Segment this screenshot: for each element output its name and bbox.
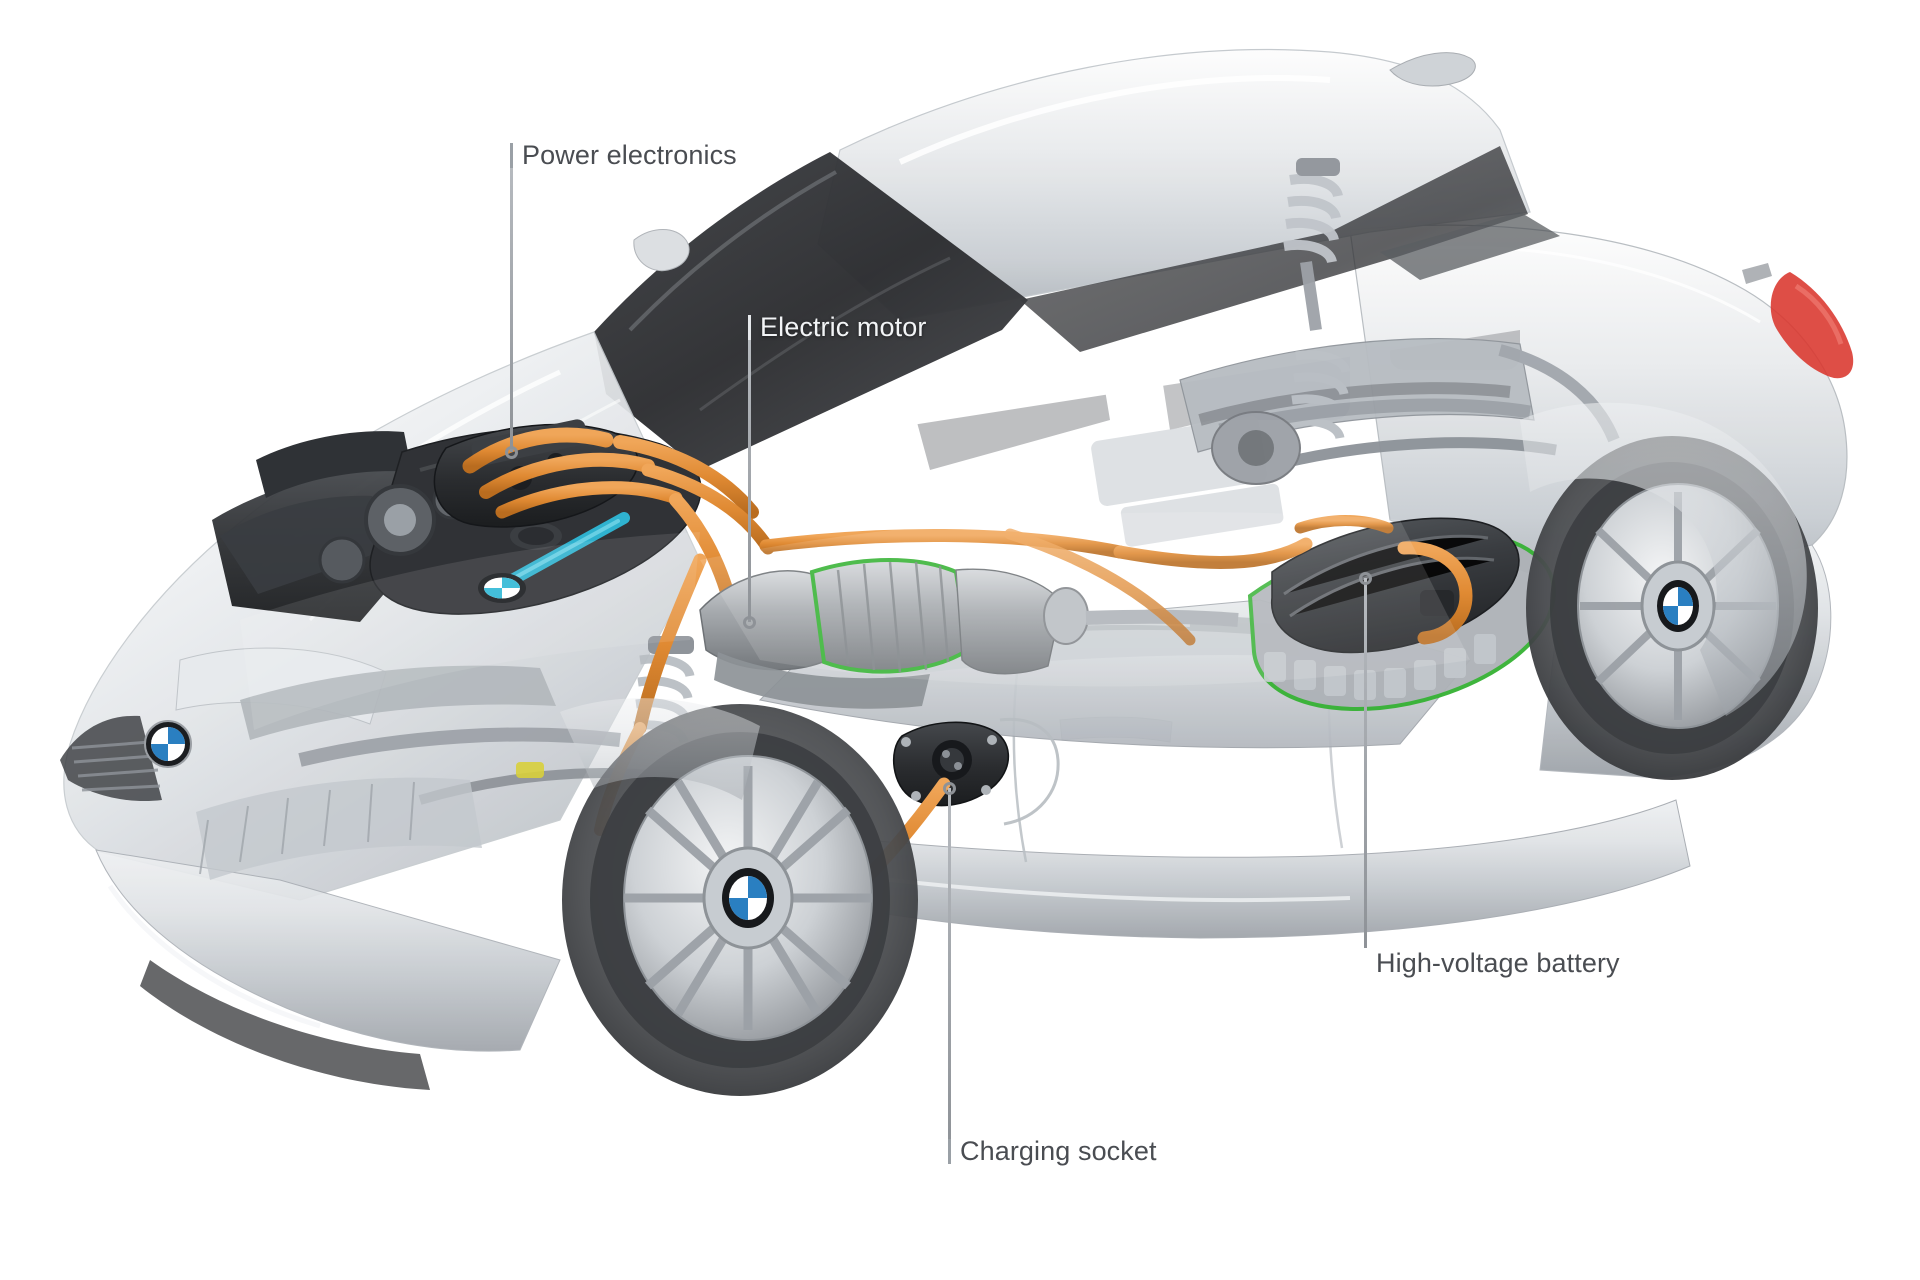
- hv-cable-bundle: [462, 427, 775, 555]
- front-wheel: [562, 704, 918, 1096]
- windshield-glass: [594, 152, 1028, 470]
- callout-electric-motor: Electric motor: [748, 312, 926, 343]
- battery-hv-connector: [1420, 590, 1454, 616]
- rear-suspension: [1179, 158, 1620, 485]
- leader-endpoint-electric-motor: [743, 616, 756, 629]
- leader-line-charging-socket: [948, 788, 951, 1152]
- radiator: [196, 777, 482, 880]
- charge-port-flap: [999, 717, 1060, 826]
- callout-charging-socket: Charging socket: [948, 1136, 1157, 1167]
- engine-cover-bmw-roundel: [478, 573, 526, 603]
- tail-light: [1770, 272, 1854, 379]
- leader-line-high-voltage-battery: [1364, 578, 1367, 948]
- callout-label-power-electronics: Power electronics: [522, 140, 737, 170]
- side-mirror: [633, 229, 690, 272]
- callout-tick-icon: [948, 1139, 951, 1164]
- rear-wheel-arch: [1520, 402, 1807, 716]
- callout-high-voltage-battery: High-voltage battery: [1376, 948, 1620, 979]
- leader-endpoint-charging-socket: [943, 782, 956, 795]
- callout-tick-icon: [748, 315, 751, 340]
- battery-hv-cable: [1397, 541, 1473, 645]
- callout-label-charging-socket: Charging socket: [960, 1136, 1157, 1166]
- leader-endpoint-high-voltage-battery: [1359, 572, 1372, 585]
- cabin-glass: [1020, 146, 1560, 352]
- roof-and-greenhouse: [817, 48, 1531, 321]
- rear-shock-absorber: [1283, 158, 1343, 331]
- front-wheel-arch: [560, 698, 760, 800]
- body-xray-overlay: [700, 512, 1470, 687]
- front-wheel-bmw-cap: [722, 868, 774, 928]
- connector-yellow: [516, 762, 544, 778]
- front-intake: [140, 960, 430, 1090]
- leader-endpoint-power-electronics: [505, 446, 518, 459]
- leader-line-electric-motor: [748, 330, 751, 622]
- intake-manifold: [256, 431, 412, 498]
- hv-cable-to-battery: [759, 528, 1313, 646]
- callout-power-electronics: Power electronics: [510, 140, 737, 171]
- leader-line-power-electronics: [510, 160, 513, 452]
- rear-badge: [1742, 263, 1772, 284]
- callout-label-electric-motor: Electric motor: [760, 312, 927, 342]
- callout-label-high-voltage-battery: High-voltage battery: [1376, 948, 1620, 978]
- kidney-grille: [60, 715, 162, 802]
- electric-motor-transmission: [699, 558, 1239, 709]
- high-voltage-battery-pack: [1247, 515, 1556, 711]
- front-subframe: [240, 665, 556, 740]
- front-bmw-roundel: [144, 720, 192, 768]
- rear-wheel-bmw-cap: [1657, 580, 1699, 632]
- roof-antenna: [1389, 52, 1476, 87]
- callout-tick-icon: [510, 143, 513, 168]
